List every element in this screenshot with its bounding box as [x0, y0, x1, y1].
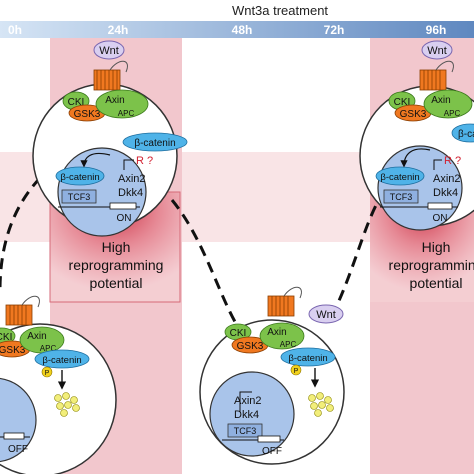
axin-protein	[259, 322, 305, 350]
degradation-fragments	[54, 392, 80, 417]
cell-48h-off: Wnt CKI GSK3 Axin APC β-catenin P Axin2 …	[199, 286, 345, 465]
cell-0h-off: CKI GSK3 Axin APC β-catenin P OFF	[0, 295, 117, 474]
curve-left-down	[0, 176, 42, 291]
gene-block	[109, 202, 137, 210]
potential-line3: potential	[90, 275, 143, 291]
gene-axin2: Axin2	[118, 173, 146, 185]
r-question-mark: R ?	[136, 155, 153, 167]
ck1-label: CKI	[230, 328, 247, 339]
axin-protein	[95, 89, 149, 119]
beta-catenin-nuc-label: β-catenin	[380, 172, 419, 183]
receptor-icon	[267, 286, 302, 317]
tcf3-label: TCF3	[234, 426, 257, 436]
transition-curves	[0, 175, 397, 331]
curve-right-up	[328, 175, 397, 321]
beta-catenin-bound	[280, 347, 336, 367]
r-question-mark: R ?	[444, 155, 461, 167]
wnt-ligand	[93, 40, 125, 60]
tcf3-box	[227, 423, 263, 438]
apc-label: APC	[40, 344, 57, 353]
axin-protein	[423, 89, 473, 119]
ck1-label: CKI	[0, 332, 12, 343]
nucleus	[0, 377, 37, 463]
import-arrow	[80, 152, 111, 168]
cell-96h-on: Wnt CKI GSK3 Axin APC β-catenin β-cateni…	[359, 40, 474, 231]
beta-catenin-cytoplasm	[451, 123, 474, 143]
beta-catenin-nuc-label: β-catenin	[60, 172, 99, 183]
gene-dkk4: Dkk4	[234, 409, 259, 421]
import-arrow	[400, 148, 431, 168]
beta-catenin-label: β-catenin	[42, 355, 81, 366]
apc-label: APC	[444, 109, 461, 118]
wnt-ligand	[421, 40, 453, 60]
potential-line2: reprogramming	[69, 257, 164, 273]
apc-label: APC	[280, 340, 297, 349]
gsk3-label: GSK3	[400, 109, 427, 120]
potential-box-left: High reprogramming potential	[49, 191, 181, 303]
degradation-fragments	[308, 392, 334, 417]
header: Wnt3a treatment 0h 24h 48h 72h 96h	[0, 3, 474, 38]
timepoint-96h: 96h	[426, 23, 447, 37]
timepoint-72h: 72h	[324, 23, 345, 37]
timepoint-0h: 0h	[8, 23, 22, 37]
ck1-label: CKI	[68, 97, 85, 108]
feedback-arrow	[123, 159, 134, 170]
gsk3-label: GSK3	[74, 109, 101, 120]
wnt-label: Wnt	[316, 309, 336, 321]
gene-axin2: Axin2	[234, 395, 262, 407]
timepoint-24h: 24h	[108, 23, 129, 37]
beta-catenin-nuclear	[55, 166, 105, 186]
curve-left-up	[170, 199, 242, 331]
gene-block	[3, 432, 25, 440]
receptor-icon	[5, 295, 40, 326]
tcf3-label: TCF3	[390, 192, 413, 202]
promoter-arrow	[239, 391, 252, 412]
gene-block	[257, 435, 281, 443]
tcf3-box	[61, 189, 97, 204]
treatment-title: Wnt3a treatment	[232, 3, 328, 18]
wnt-label: Wnt	[99, 45, 119, 57]
gene-dkk4: Dkk4	[433, 187, 458, 199]
gene-dkk4: Dkk4	[118, 187, 143, 199]
beta-catenin-free-label: β-catenin	[134, 138, 175, 149]
beta-catenin-cytoplasm	[122, 132, 188, 152]
state-off: OFF	[262, 446, 282, 457]
phospho-mark	[290, 364, 302, 376]
axin-label: Axin	[27, 331, 46, 342]
tcf3-box	[383, 189, 419, 204]
phospho-label: P	[45, 370, 50, 377]
wnt-label: Wnt	[427, 45, 447, 57]
feedback-arrow	[433, 159, 442, 170]
phospho-mark	[41, 366, 53, 378]
potential-line1: High	[422, 239, 451, 255]
potential-line2: reprogramming	[389, 257, 474, 273]
state-on: ON	[117, 213, 132, 224]
wnt-ligand	[308, 304, 344, 324]
gene-block	[427, 202, 453, 210]
state-on: ON	[433, 213, 448, 224]
potential-line3: potential	[410, 275, 463, 291]
ck1-label: CKI	[394, 97, 411, 108]
timeline-bar	[0, 21, 474, 38]
beta-catenin-label: β-catenin	[288, 353, 327, 364]
potential-line1: High	[102, 239, 131, 255]
phospho-label: P	[294, 368, 299, 375]
gsk3-label: GSK3	[237, 341, 264, 352]
timepoint-48h: 48h	[232, 23, 253, 37]
beta-catenin-free-label: β-catenin	[458, 129, 474, 140]
gsk3-label: GSK3	[0, 345, 26, 356]
state-off: OFF	[8, 444, 28, 455]
beta-catenin-bound	[34, 349, 90, 369]
receptor-icon	[93, 60, 128, 91]
cell-24h-on: Wnt CKI GSK3 Axin APC β-catenin β-cateni…	[32, 40, 188, 237]
beta-catenin-nuclear	[375, 166, 425, 186]
apc-label: APC	[118, 109, 135, 118]
axin-label: Axin	[267, 327, 286, 338]
gene-axin2: Axin2	[433, 173, 461, 185]
axin-label: Axin	[105, 95, 124, 106]
receptor-icon	[419, 60, 454, 91]
tcf3-label: TCF3	[68, 192, 91, 202]
axin-label: Axin	[431, 95, 450, 106]
